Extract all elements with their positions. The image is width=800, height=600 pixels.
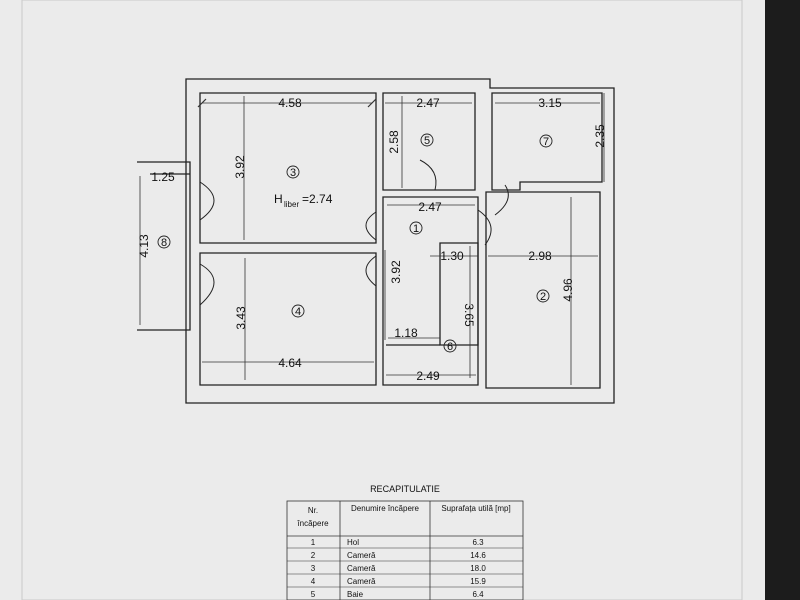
ceiling-height-label: H liber =2.74 — [274, 192, 333, 209]
dim-room8-width: 1.25 — [151, 170, 175, 184]
dim-room3-width: 4.58 — [278, 96, 302, 110]
summary-table: RECAPITULATIE Nr. încăpere Denumire încă… — [286, 484, 524, 600]
row-2-nr: 2 — [311, 551, 316, 560]
dim-room2-width: 2.98 — [528, 249, 552, 263]
dim-room4-width: 4.64 — [278, 356, 302, 370]
row-3-name: Cameră — [347, 564, 376, 573]
row-4-area: 15.9 — [470, 577, 486, 586]
row-5-name: Baie — [347, 590, 364, 599]
room-7-number: 7 — [543, 136, 549, 148]
walls — [137, 78, 615, 404]
row-3-area: 18.0 — [470, 564, 486, 573]
row-1-area: 6.3 — [472, 538, 484, 547]
header-nr-line1: Nr. — [308, 506, 318, 515]
summary-title: RECAPITULATIE — [370, 484, 440, 494]
room-5-number: 5 — [424, 135, 430, 147]
room-1-number: 1 — [413, 223, 419, 235]
dim-hall-narrow-width: 1.30 — [440, 249, 464, 263]
room-markers — [157, 133, 553, 353]
dim-room6-height: 3.65 — [462, 303, 476, 327]
dim-room3-height: 3.92 — [233, 155, 247, 179]
doors — [199, 159, 509, 306]
sheet-frame — [21, 0, 743, 600]
room-numbers: 3 5 7 8 1 2 4 6 — [161, 135, 549, 353]
dim-room4-height: 3.43 — [234, 306, 248, 330]
row-2-area: 14.6 — [470, 551, 486, 560]
dim-room5-width: 2.47 — [416, 96, 440, 110]
dim-hall-width: 2.47 — [418, 200, 442, 214]
dim-room7-height: 2.35 — [593, 124, 607, 148]
row-5-area: 6.4 — [472, 590, 484, 599]
dim-room8-height: 4.13 — [137, 234, 151, 258]
dim-bottom-width: 2.49 — [416, 369, 440, 383]
height-value: =2.74 — [302, 192, 333, 206]
room-6-number: 6 — [447, 341, 453, 353]
row-5-nr: 5 — [311, 590, 316, 599]
row-4-name: Cameră — [347, 577, 376, 586]
dim-hall-height: 3.92 — [389, 260, 403, 284]
dim-room2-height: 4.96 — [561, 278, 575, 302]
row-2-name: Cameră — [347, 551, 376, 560]
header-nr-line2: încăpere — [296, 519, 329, 528]
dimension-labels: 4.58 2.47 3.15 2.35 3.92 2.58 1.25 4.13 … — [137, 96, 607, 383]
dim-room6-width: 1.18 — [394, 326, 418, 340]
room-8-number: 8 — [161, 237, 167, 249]
row-3-nr: 3 — [311, 564, 316, 573]
room-4-number: 4 — [295, 306, 301, 318]
row-4-nr: 4 — [311, 577, 316, 586]
dim-room5-height: 2.58 — [387, 130, 401, 154]
header-area: Suprafața utilă [mp] — [441, 504, 510, 513]
dim-room7-width: 3.15 — [538, 96, 562, 110]
dimension-lines — [139, 93, 605, 385]
header-name: Denumire încăpere — [351, 504, 420, 513]
room-2-number: 2 — [540, 291, 546, 303]
height-symbol: H — [274, 192, 283, 206]
row-1-nr: 1 — [311, 538, 316, 547]
room-3-number: 3 — [290, 167, 296, 179]
height-subscript: liber — [284, 200, 299, 209]
row-1-name: Hol — [347, 538, 359, 547]
